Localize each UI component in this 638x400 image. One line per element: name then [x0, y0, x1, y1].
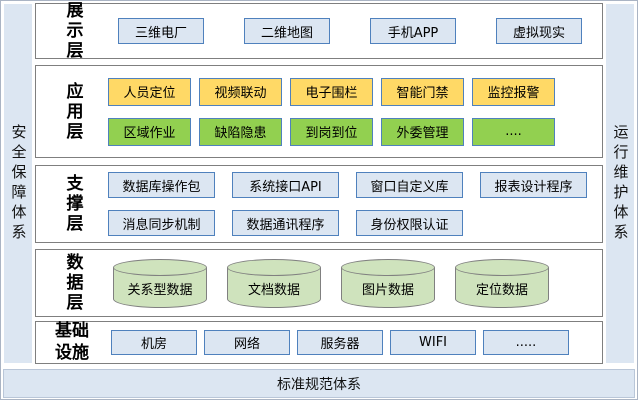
presentation-item-box: 二维地图	[244, 18, 330, 44]
pillar-operation-maintenance: 运行维护体系	[606, 4, 634, 363]
database-cylinder: 定位数据	[455, 258, 549, 308]
pillar-left-label: 安全保障体系	[9, 123, 28, 244]
cylinder-top-ellipse	[227, 258, 321, 276]
support-item-box: 窗口自定义库	[356, 172, 463, 198]
infrastructure-item-box: 机房	[111, 330, 197, 355]
application-item-box: 视频联动	[199, 77, 282, 106]
layer-infrastructure-label: 基础设施	[55, 321, 89, 363]
cylinder-top-ellipse	[455, 258, 549, 276]
infrastructure-item-box: 服务器	[297, 330, 383, 355]
layer-support-label: 支撑层	[62, 174, 83, 234]
layer-presentation-label: 展示层	[62, 1, 83, 61]
application-item-box: 区域作业	[108, 117, 191, 146]
database-cylinder: 图片数据	[341, 258, 435, 308]
support-item-box: 身份权限认证	[356, 210, 463, 236]
layer-support: 支撑层 数据库操作包 系统接口API 窗口自定义库 报表设计程序 消息同步机制 …	[35, 165, 603, 243]
presentation-item-box: 手机APP	[370, 18, 456, 44]
layer-data-label: 数据层	[62, 253, 83, 313]
application-item-box: 到岗到位	[290, 117, 373, 146]
application-item-box: 人员定位	[108, 77, 191, 106]
database-cylinder: 文档数据	[227, 258, 321, 308]
pillar-security-system: 安全保障体系	[4, 4, 32, 363]
infrastructure-row: 机房 网络 服务器 WIFI .....	[108, 330, 602, 355]
application-item-box: 外委管理	[381, 117, 464, 146]
presentation-item-box: 虚拟现实	[496, 18, 582, 44]
infrastructure-item-box-ellipsis: .....	[483, 330, 569, 355]
support-row-2: 消息同步机制 数据通讯程序 身份权限认证	[108, 210, 602, 236]
support-item-box: 报表设计程序	[480, 172, 587, 198]
application-item-box-ellipsis: ....	[472, 117, 555, 146]
layer-presentation: 展示层 三维电厂 二维地图 手机APP 虚拟现实	[35, 1, 603, 61]
pillar-right-label: 运行维护体系	[611, 123, 630, 244]
support-item-box: 数据通讯程序	[232, 210, 339, 236]
layer-infrastructure: 基础设施 机房 网络 服务器 WIFI .....	[35, 321, 603, 364]
infrastructure-item-box: 网络	[204, 330, 290, 355]
cylinder-top-ellipse	[341, 258, 435, 276]
layer-data: 数据层 关系型数据 文档数据 图片数据	[35, 249, 603, 317]
presentation-row: 三维电厂 二维地图 手机APP 虚拟现实	[108, 18, 602, 44]
support-item-box: 数据库操作包	[108, 172, 215, 198]
application-item-box: 电子围栏	[290, 77, 373, 106]
application-item-box: 缺陷隐患	[199, 117, 282, 146]
layer-application-label: 应用层	[62, 81, 83, 142]
infrastructure-item-box: WIFI	[390, 330, 476, 355]
layer-application: 应用层 人员定位 视频联动 电子围栏 智能门禁 监控报警 区域作业 缺陷隐患 到…	[35, 65, 603, 158]
bottom-bar-label: 标准规范体系	[277, 376, 361, 393]
bottom-bar-standards: 标准规范体系	[3, 369, 635, 398]
support-item-box: 系统接口API	[232, 172, 339, 198]
application-item-box: 智能门禁	[381, 77, 464, 106]
application-item-box: 监控报警	[472, 77, 555, 106]
data-row: 关系型数据 文档数据 图片数据 定位数据	[108, 258, 602, 308]
support-item-box: 消息同步机制	[108, 210, 215, 236]
support-row-1: 数据库操作包 系统接口API 窗口自定义库 报表设计程序	[108, 172, 602, 198]
application-row-2: 区域作业 缺陷隐患 到岗到位 外委管理 ....	[108, 117, 602, 146]
application-row-1: 人员定位 视频联动 电子围栏 智能门禁 监控报警	[108, 77, 602, 106]
presentation-item-box: 三维电厂	[118, 18, 204, 44]
cylinder-top-ellipse	[113, 258, 207, 276]
database-cylinder: 关系型数据	[113, 258, 207, 308]
